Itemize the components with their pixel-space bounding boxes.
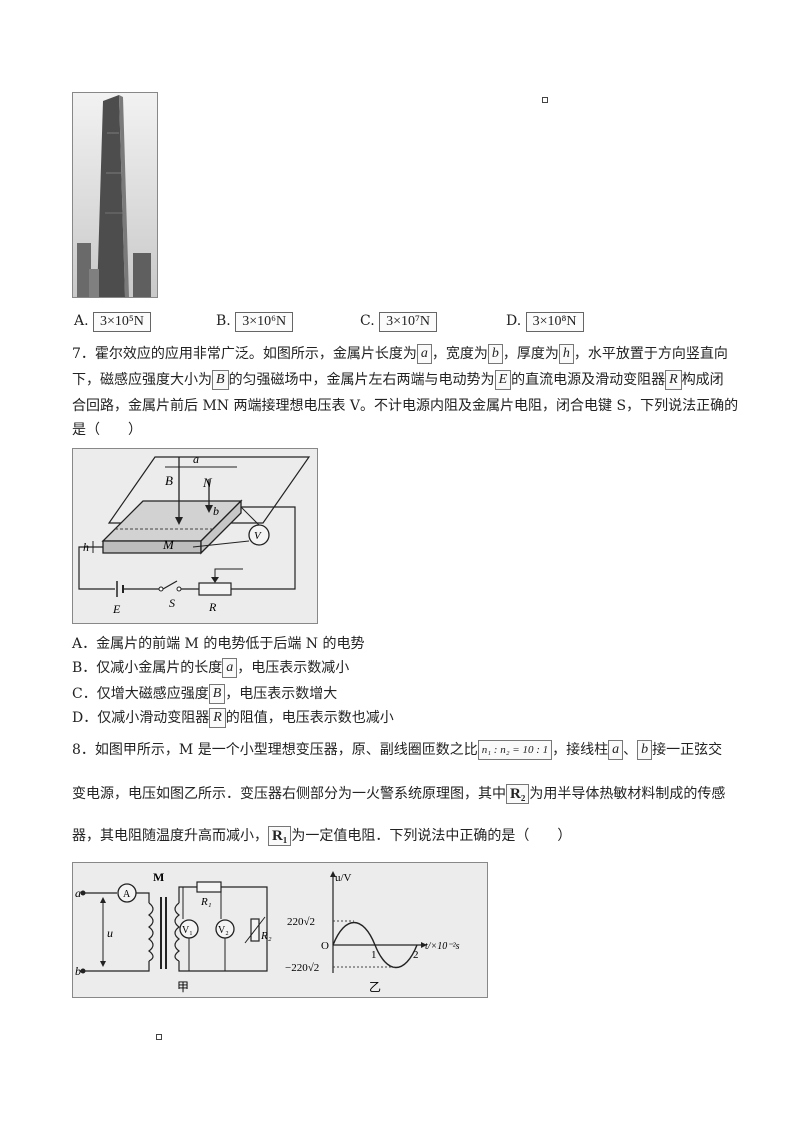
turns-ratio-box: n₁ : n₂ = 10 : 1: [477, 740, 553, 760]
terminal-a-box: a: [608, 740, 624, 760]
fig8-caption-left: 甲: [177, 980, 189, 994]
fig8-V1-label: V₁: [182, 925, 193, 936]
fig8-terminal-b: b: [75, 964, 81, 978]
transformer-diagram: a b A M u R₁ V₁ V₂ R₂ 甲 u/V 220√2 O −220…: [73, 863, 487, 997]
q7-text: ，宽度为: [431, 346, 488, 362]
q7-option-a[interactable]: A．金属片的前端 M 的电势低于后端 N 的电势: [72, 636, 365, 652]
fig7-label-h: h: [83, 540, 89, 554]
q7-option-b-text: ，电压表示数减小: [237, 660, 350, 676]
q7-line-4: 是（ ）: [72, 422, 142, 438]
q7-option-d-text: 的阻值，电压表示数也减小: [225, 710, 394, 726]
fig7-label-R: R: [208, 600, 217, 614]
fig7-label-M: M: [162, 537, 175, 552]
fig8-ymax: 220√2: [287, 916, 315, 928]
var-B-box: B: [212, 370, 229, 390]
tower-photo: [72, 92, 158, 298]
q7-text: 的直流电源及滑动变阻器: [511, 372, 666, 388]
hall-effect-diagram: a B N b h M V E S R: [73, 449, 317, 623]
fig7-label-a: a: [193, 452, 199, 466]
q6-option-d-value: 3×10⁸N: [525, 312, 584, 332]
tower-illustration: [73, 93, 157, 297]
q6-option-d-letter: D.: [506, 313, 522, 329]
q7-text: 下，磁感应强度大小为: [72, 372, 212, 388]
q8-text: 接一正弦交: [652, 742, 723, 758]
q7-text: 的匀强磁场中，金属片左右两端与电动势为: [228, 372, 495, 388]
q6-option-a-value: 3×10⁵N: [93, 312, 151, 332]
fig8-origin: O: [321, 940, 329, 952]
terminal-b-box: b: [637, 740, 653, 760]
fig8-ylabel: u/V: [335, 872, 352, 884]
var-R-box: R: [665, 370, 682, 390]
q7-text: ，水平放置于方向竖直向: [573, 346, 728, 362]
q6-option-d[interactable]: D. 3×10⁸N: [506, 312, 584, 332]
q8-text: 为一定值电阻．下列说法中正确的是（ ）: [291, 828, 572, 844]
q7-text: 构成闭: [681, 372, 724, 388]
fig8-xlabel: t/×10⁻²s: [425, 941, 460, 952]
q7-text: 7．霍尔效应的应用非常广泛。如图所示，金属片长度为: [72, 346, 417, 362]
fig7-label-V: V: [254, 530, 262, 542]
fig8-ammeter-label: A: [123, 889, 131, 900]
q7-option-c-text: C．仅增大磁感应强度: [72, 686, 209, 702]
q8-text: 变电源，电压如图乙所示．变压器右侧部分为一火警系统原理图，其中: [72, 786, 506, 802]
hall-effect-figure: a B N b h M V E S R: [72, 448, 318, 624]
q7-option-c-text: ，电压表示数增大: [225, 686, 338, 702]
var-B-box: B: [208, 684, 226, 704]
fig7-label-E: E: [112, 602, 121, 616]
fig8-tick-1: 1: [371, 949, 377, 961]
q6-option-a-letter: A.: [74, 313, 89, 329]
q8-text: ，接线柱: [552, 742, 609, 758]
fig8-R1-label: R₁: [200, 896, 212, 908]
top-right-mark: [542, 97, 548, 103]
fig8-transformer-label: M: [153, 870, 164, 884]
q7-text: ，厚度为: [502, 346, 559, 362]
fig8-terminal-a: a: [75, 886, 81, 900]
q8-text: 为用半导体热敏材料制成的传感: [529, 786, 726, 802]
var-E-box: E: [494, 370, 512, 390]
q8-text: 、: [623, 742, 638, 758]
q7-option-d-text: D．仅减小滑动变阻器: [72, 710, 210, 726]
bottom-left-mark: [156, 1034, 162, 1040]
q7-line-3: 合回路，金属片前后 MN 两端接理想电压表 V。不计电源内阻及金属片电阻，闭合电…: [72, 398, 739, 414]
fig8-V2-label: V₂: [218, 925, 229, 936]
fig8-u-label: u: [107, 926, 113, 940]
fig7-label-B: B: [165, 473, 173, 488]
q6-option-c-letter: C.: [360, 313, 375, 329]
q7-option-b-text: B．仅减小金属片的长度: [72, 660, 223, 676]
fig8-R2-label: R₂: [260, 930, 272, 942]
q8-text: 8．如图甲所示，M 是一个小型理想变压器，原、副线圈匝数之比: [72, 742, 478, 758]
R1-box: R₁: [268, 826, 292, 846]
fig8-tick-2: 2: [413, 949, 419, 961]
fig7-label-N: N: [202, 475, 213, 490]
q6-option-c-value: 3×10⁷N: [379, 312, 438, 332]
var-a-box: a: [416, 344, 432, 364]
var-R-box: R: [209, 708, 226, 728]
var-h-box: h: [558, 344, 574, 364]
fig7-label-S: S: [169, 596, 175, 610]
q8-text: 器，其电阻随温度升高而减小，: [72, 828, 268, 844]
q6-option-b-letter: B.: [216, 313, 231, 329]
var-a-box: a: [222, 658, 238, 678]
R2-box: R₂: [506, 784, 530, 804]
fig7-label-b: b: [213, 504, 219, 518]
fig8-caption-right: 乙: [369, 980, 381, 994]
fig8-ymin: −220√2: [285, 962, 319, 974]
q6-option-b[interactable]: B. 3×10⁶N: [216, 312, 294, 332]
q6-option-b-value: 3×10⁶N: [235, 312, 294, 332]
q6-option-c[interactable]: C. 3×10⁷N: [360, 312, 438, 332]
q6-option-a[interactable]: A. 3×10⁵N: [74, 312, 151, 332]
transformer-figure: a b A M u R₁ V₁ V₂ R₂ 甲 u/V 220√2 O −220…: [72, 862, 488, 998]
var-b-box: b: [487, 344, 503, 364]
